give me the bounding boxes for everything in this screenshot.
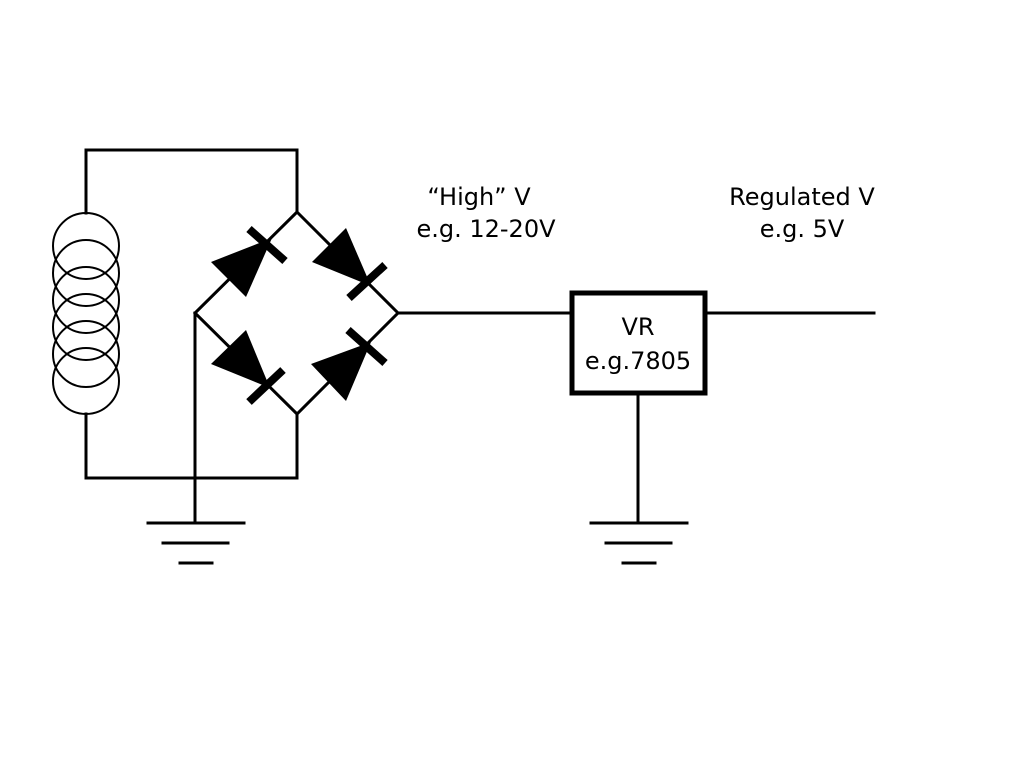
diode-icon <box>312 228 388 301</box>
vr-label: VR <box>621 313 654 341</box>
voltage-regulator: VR e.g.7805 <box>569 290 708 396</box>
regulated-v-range-label: e.g. 5V <box>760 215 845 243</box>
regulated-v-label: Regulated V <box>729 183 875 211</box>
high-v-label: “High” V <box>427 183 531 211</box>
diode-icon <box>211 330 286 405</box>
vr-model-label: e.g.7805 <box>585 347 691 375</box>
bridge-rectifier <box>192 209 401 417</box>
coil-icon <box>52 148 120 480</box>
diode-icon <box>211 226 288 297</box>
ground-icon <box>589 391 689 565</box>
ground-icon <box>146 311 246 565</box>
high-v-range-label: e.g. 12-20V <box>416 215 556 243</box>
diode-icon <box>311 327 388 401</box>
coil-wires <box>84 148 299 480</box>
